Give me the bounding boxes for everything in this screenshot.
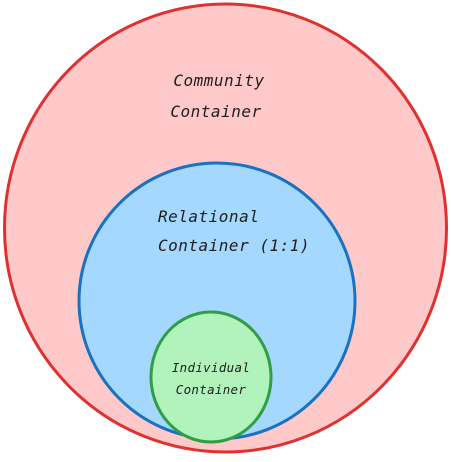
individual-container-circle xyxy=(149,310,273,444)
relational-container-label-line1: Relational xyxy=(158,207,259,226)
community-container-label-line2: Container xyxy=(170,102,261,121)
relational-container-label-line2: Container (1:1) xyxy=(158,236,310,255)
individual-container: Individual Container xyxy=(149,310,273,444)
relational-container: Relational Container (1:1) xyxy=(77,161,357,441)
individual-container-label-line2: Container xyxy=(176,382,247,397)
community-container-label-line1: Community xyxy=(173,71,264,90)
individual-container-label-line1: Individual xyxy=(172,360,250,375)
